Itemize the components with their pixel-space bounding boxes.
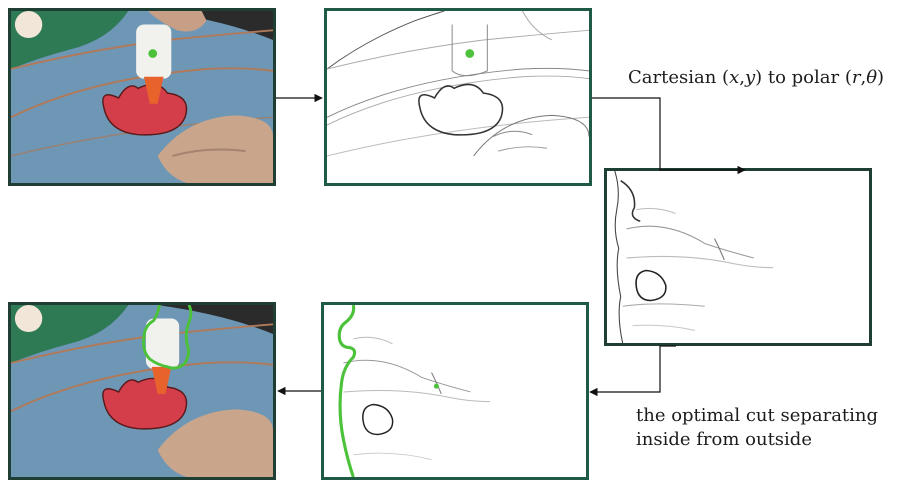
- caption-optimal-cut-line1: the optimal cut separating: [636, 404, 878, 428]
- panel-segmentation-result: [8, 302, 276, 480]
- photo-scene: [11, 11, 273, 183]
- arrow-left-icon: [590, 346, 676, 392]
- segmentation-photo: [11, 305, 273, 477]
- fixation-point: [465, 49, 474, 58]
- caption-optimal-cut: the optimal cut separating inside from o…: [636, 404, 878, 452]
- caption-optimal-cut-line2: inside from outside: [636, 428, 878, 452]
- panel-edge-map: [324, 8, 592, 186]
- fixation-point: [434, 384, 439, 389]
- edge-map-image: [327, 11, 589, 183]
- panel-polar-edge-map: [604, 168, 872, 346]
- panel-input-photo: [8, 8, 276, 186]
- polar-edge-map-image: [607, 171, 869, 343]
- arrow-right-icon: [592, 98, 745, 170]
- panel-optimal-cut: [321, 302, 589, 480]
- fixation-point: [148, 49, 157, 58]
- optimal-cut-image: [324, 305, 586, 477]
- caption-cartesian-to-polar: Cartesian (x,y) to polar (r,θ): [628, 66, 884, 90]
